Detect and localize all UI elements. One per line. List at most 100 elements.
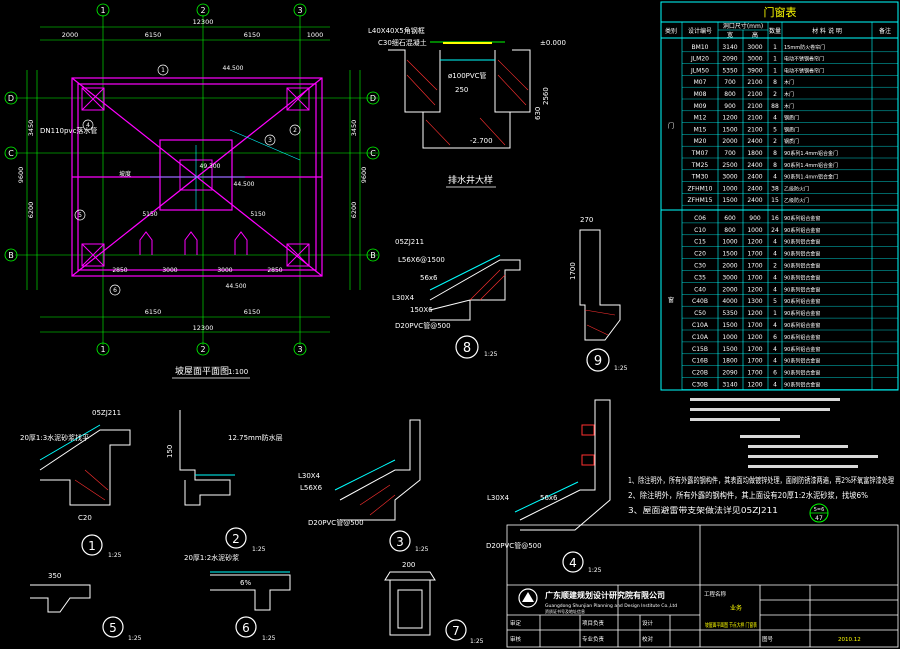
drain-label-4: -2.700: [470, 137, 493, 145]
schedule-cell-window-4-1: 2000: [722, 263, 737, 270]
schedule-cell-window-6-2: 1200: [747, 286, 762, 293]
schedule-cell-door-6-1: 1200: [722, 115, 737, 122]
callout-6: 6: [113, 287, 117, 294]
d3-number: 3: [396, 535, 404, 549]
tb-row-1: 审核: [510, 635, 522, 643]
callout-4: 4: [86, 122, 90, 129]
elev-4: 44.500: [226, 283, 247, 290]
sch-h0: 类别: [665, 27, 677, 35]
roof-plan: 1 2 3 1 2 3 D C B D C B 12300 2000 6150 …: [4, 3, 380, 379]
schedule-cell-door-8-1: 2000: [722, 138, 737, 145]
schedule-cell-door-6-0: M12: [694, 115, 707, 122]
schedule-cell-window-12-2: 1700: [747, 358, 762, 365]
inner-dim-2: 3000: [162, 267, 177, 274]
schedule-cell-window-8-1: 5350: [722, 310, 737, 317]
schedule-cell-door-2-2: 3900: [747, 67, 762, 74]
schedule-cell-door-13-4: 乙级防火门: [784, 197, 809, 204]
schedule-cell-window-0-3: 16: [771, 215, 779, 222]
note-1: 1、除注明外，所有外露的钢构件，其表面均做镀锌处理，面刷防锈漆两遍，再2%环氧富…: [628, 475, 894, 485]
d6-scale: 1:25: [262, 635, 276, 642]
schedule-cell-window-14-1: 3140: [722, 382, 737, 389]
schedule-cell-door-0-4: 15mm防火卷帘门: [784, 44, 825, 51]
note-3: 3、屋面避雷带支架做法详见05ZJ211: [628, 505, 778, 515]
schedule-cell-window-9-0: C10A: [692, 322, 709, 329]
schedule-cell-door-4-0: M08: [694, 91, 707, 98]
d7-label-0: 200: [402, 561, 415, 569]
axis-bottom-2: 2: [200, 345, 205, 354]
d8-scale: 1:25: [484, 351, 498, 358]
schedule-cell-door-11-3: 4: [773, 174, 777, 181]
schedule-cell-window-14-0: C30B: [692, 382, 708, 389]
schedule-cell-door-0-0: BM10: [692, 44, 709, 51]
schedule-cell-door-3-2: 2100: [747, 79, 762, 86]
schedule-cell-window-2-4: 90系列铝合金窗: [784, 239, 820, 246]
schedule-cell-window-10-1: 1000: [722, 334, 737, 341]
schedule-cell-door-11-0: TM30: [691, 174, 709, 181]
schedule-cell-door-11-4: 90系列1.4mm铝合金门: [784, 174, 838, 181]
schedule-cell-window-1-3: 24: [771, 227, 779, 234]
schedule-cell-window-9-3: 4: [773, 322, 777, 329]
d1-label-1: 20厚1:3水泥砂浆找平: [20, 433, 89, 442]
d4-label-0: L30X4: [487, 494, 510, 502]
schedule-cell-door-2-1: 5350: [722, 67, 737, 74]
schedule-cell-window-6-1: 2000: [722, 286, 737, 293]
company-name: 广东顺建规划设计研究院有限公司: [545, 590, 665, 600]
schedule-cell-door-0-3: 1: [773, 44, 777, 51]
tb-row-0: 审定: [510, 619, 522, 627]
callout-3: 3: [268, 137, 272, 144]
schedule-cell-window-7-2: 1300: [747, 298, 762, 305]
d6-number: 6: [242, 621, 250, 635]
schedule-cell-window-4-3: 2: [773, 263, 777, 270]
schedule-cell-door-1-0: JLM20: [690, 56, 709, 63]
d4-label-2: D20PVC管@500: [486, 541, 542, 550]
schedule-cell-door-7-4: 钢质门: [784, 126, 799, 133]
schedule-cell-window-5-0: C35: [694, 274, 706, 281]
d7-number: 7: [452, 624, 460, 638]
schedule-cell-door-7-1: 1500: [722, 126, 737, 133]
sch-sub1: 高: [752, 31, 758, 39]
schedule-cell-window-11-3: 4: [773, 346, 777, 353]
details-bottom: 05ZJ211 20厚1:3水泥砂浆找平 C20 1 1:25 12.75mm防…: [20, 399, 611, 645]
schedule-cell-door-1-1: 2090: [722, 56, 737, 63]
schedule-cell-door-12-1: 1000: [722, 185, 737, 192]
schedule-cell-window-9-2: 1700: [747, 322, 762, 329]
note-ref-top: 5=6: [814, 507, 825, 513]
company-note: 资质证书号及地址信息: [545, 608, 585, 614]
schedule-cell-window-7-3: 5: [773, 298, 777, 305]
schedule-cell-window-3-4: 90系列铝合金窗: [784, 251, 820, 258]
schedule-cell-door-8-2: 2400: [747, 138, 762, 145]
dim-total-top: 12300: [193, 18, 214, 26]
d3-label-0: L30X4: [298, 472, 321, 480]
d5-label-0: 350: [48, 572, 61, 580]
detail-8: 05ZJ211 L30X4 150X6 D20PVC管@500 L56X6@15…: [392, 238, 521, 359]
d3-scale: 1:25: [415, 546, 429, 553]
tb-row-4: 设计: [642, 619, 654, 627]
elev-2: 49.300: [200, 163, 221, 170]
d2-label-1: 150: [166, 445, 174, 458]
dim-right-1: 9600: [360, 167, 368, 184]
schedule-cell-window-0-4: 90系列铝合金窗: [784, 215, 820, 222]
schedule-cell-window-2-0: C15: [694, 239, 706, 246]
schedule-cell-window-3-0: C20: [694, 251, 706, 258]
schedule-cell-door-5-1: 900: [724, 103, 736, 110]
callout-1: 1: [161, 67, 165, 74]
schedule-cell-window-12-3: 4: [773, 358, 777, 365]
tb-date: 2010.12: [838, 637, 861, 643]
schedule-cell-window-2-2: 1200: [747, 239, 762, 246]
schedule-cell-door-7-2: 2100: [747, 126, 762, 133]
dim-top-0: 2000: [62, 31, 79, 39]
tb-project: 业务: [730, 604, 742, 612]
tb-row-3: 专业负责: [582, 635, 605, 643]
schedule-cell-door-3-3: 8: [773, 79, 777, 86]
inner-dim-5: 2850: [267, 267, 282, 274]
dim-right-0: 3450: [350, 120, 358, 137]
sch-h5: 材 料 说 明: [812, 27, 842, 35]
d9-scale: 1:25: [614, 365, 628, 372]
schedule-cell-window-8-2: 1200: [747, 310, 762, 317]
d2-scale: 1:25: [252, 546, 266, 553]
sch-h6: 备注: [879, 27, 891, 35]
sch-h4: 数量: [769, 27, 781, 35]
schedule-cell-window-4-4: 90系列铝合金窗: [784, 263, 820, 270]
schedule-cell-window-11-0: C15B: [692, 346, 708, 353]
schedule-cell-window-4-0: C30: [694, 263, 706, 270]
